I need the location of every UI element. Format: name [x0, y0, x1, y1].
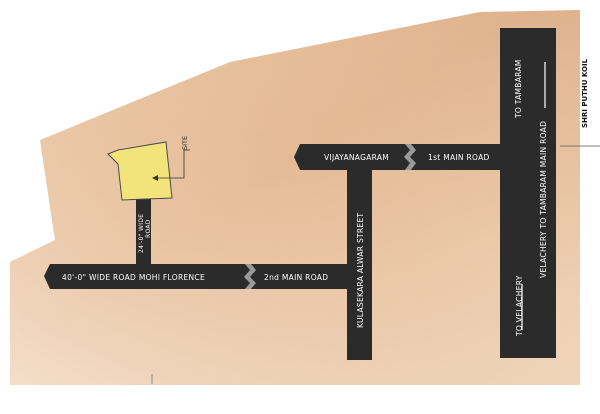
road-24ft	[136, 188, 151, 268]
road-kulasekara	[347, 150, 372, 360]
road-velachery-tambaram	[500, 28, 556, 358]
road-label-24ft-line1: 24'-0" WIDE	[138, 214, 145, 253]
site-label: SITE	[181, 136, 189, 150]
road-label-kulasekara: KULASEKARA ALWAR STREET	[356, 212, 365, 328]
road-break-marks	[244, 144, 416, 289]
road-mohi-florence	[50, 264, 372, 289]
road-label-velachery-tambaram: VELACHERY TO TAMBARAM MAIN ROAD	[539, 121, 548, 278]
site-pointer-line	[155, 150, 185, 179]
road-label-24ft-line2: ROAD	[145, 219, 152, 238]
temple-label: SHRI PUTHU KOIL	[581, 58, 589, 128]
road-label-mohi-florence: 40'-0" WIDE ROAD MOHI FLORENCE	[62, 273, 205, 282]
site-plot	[107, 141, 173, 201]
land-shading	[10, 10, 580, 385]
site-pointer-arrow	[152, 175, 158, 181]
road-label-to-tambaram: TO TAMBARAM	[514, 59, 523, 119]
road-label-second-main: 2nd MAIN ROAD	[264, 273, 328, 282]
road-label-vijayanagaram: VIJAYANAGARAM	[324, 153, 389, 162]
road-label-to-velachery: TO VELACHERY	[515, 275, 524, 337]
road-end-arrows	[44, 144, 300, 289]
road-label-first-main: 1st MAIN ROAD	[428, 153, 490, 162]
main-road-lane-line	[521, 62, 546, 330]
